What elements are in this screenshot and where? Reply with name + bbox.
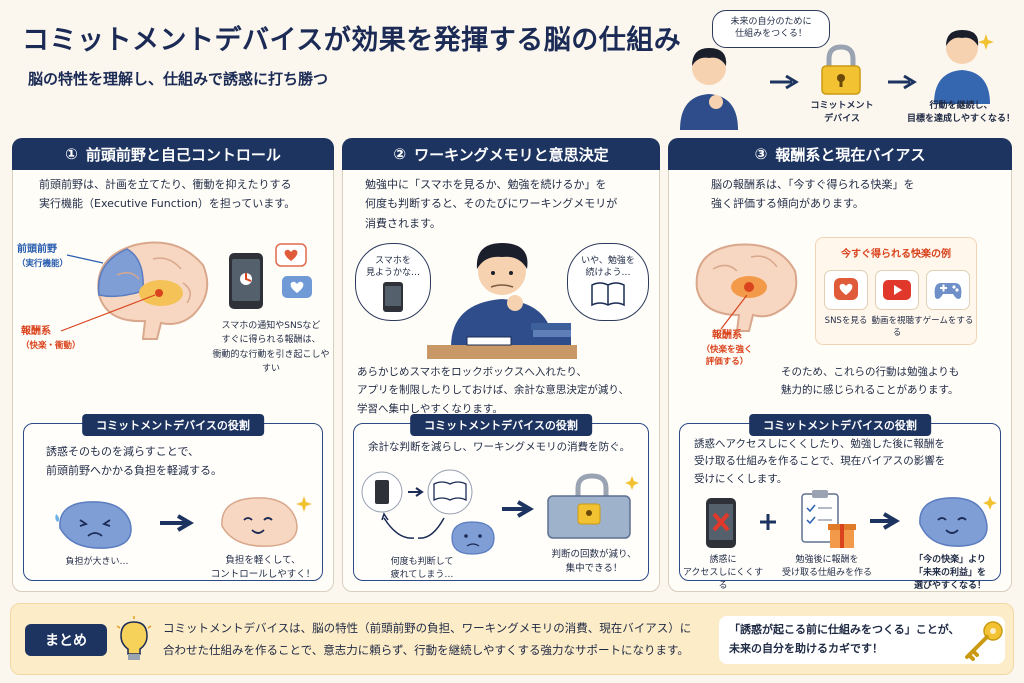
page-subtitle: 脳の特性を理解し、仕組みで誘惑に打ち勝つ — [28, 70, 329, 88]
panel-header: ② ワーキングメモリと意思決定 — [342, 138, 660, 170]
role-box: コミットメントデバイスの役割 誘惑そのものを減らすことで、 前頭前野へかかる負担… — [23, 414, 323, 581]
lockbox-caption: 判断の回数が減り、 集中できる！ — [551, 549, 637, 574]
arrow-right-icon — [160, 514, 194, 532]
panel-header: ③ 報酬系と現在バイアス — [668, 138, 1012, 170]
panel-header: ① 前頭前野と自己コントロール — [12, 138, 334, 170]
label-reward-system: 報酬系 （快楽・衝動） — [21, 326, 81, 351]
blocked-phone-icon — [706, 498, 736, 548]
smartphone-icon — [229, 253, 263, 309]
tired-brain-icon — [55, 501, 132, 549]
cycle-caption: 何度も判断して 疲れてしまう… — [390, 557, 454, 581]
thought-bubble: 未来の自分のために 仕組みをつくる！ — [712, 10, 830, 48]
label-reward-system: 報酬系 （快楽を強く 評価する） — [701, 330, 753, 367]
padlock-icon — [821, 44, 861, 95]
heart-notification-icon — [275, 243, 307, 267]
caption-future-benefit: 「今の快楽」より 「未来の利益」を 選びやすくなる！ — [913, 555, 986, 592]
thought-bubble-phone: スマホを 見ようかな… — [355, 243, 431, 321]
panel-reward-bias: ③ 報酬系と現在バイアス 脳の報酬系は、「今すぐ得られる快楽」を 強く評価する傾… — [668, 138, 1012, 592]
role-description: 余計な判断を減らし、ワーキングメモリの消費を防ぐ。 — [368, 441, 631, 453]
summary-text: コミットメントデバイスは、脳の特性（前頭前野の負担、ワーキングメモリの消費、現在… — [163, 621, 692, 657]
relaxed-brain-icon — [221, 496, 312, 547]
summary-bar: まとめ コミットメントデバイスは、脳の特性（前頭前野の負担、ワーキングメモリの消… — [10, 603, 1014, 675]
brain-icon — [97, 241, 209, 340]
checklist-gift-icon — [801, 490, 856, 548]
panel-intro: 脳の報酬系は、「今すぐ得られる快楽」を 強く評価する傾向があります。 — [711, 178, 915, 211]
device-caption: コミットメント デバイス — [810, 101, 874, 125]
sns-icon — [824, 270, 868, 310]
result-caption: 行動を継続し、 目標を達成しやすくなる！ — [907, 101, 1015, 125]
role-box: コミットメントデバイスの役割 余計な判断を減らし、ワーキングメモリの消費を防ぐ。… — [353, 414, 649, 581]
gamepad-icon — [926, 270, 970, 310]
studying-student-icon — [427, 243, 577, 359]
label-prefrontal: 前頭前野 （実行機能） — [17, 244, 69, 269]
panel-prefrontal: ① 前頭前野と自己コントロール 前頭前野は、計画を立てたり、衝動を抑えたりする … — [12, 138, 334, 592]
lockbox-icon — [547, 473, 639, 539]
arrow-right-icon — [870, 512, 900, 530]
panel-working-memory: ② ワーキングメモリと意思決定 勉強中に「スマホを見るか、勉強を続けるか」を 何… — [342, 138, 660, 592]
summary-callout: 「誘惑が起こる前に仕組みをつくる」ことが、 未来の自分を助けるカギです！ — [719, 616, 1005, 664]
video-play-icon — [875, 270, 919, 310]
decision-cycle-icon — [361, 469, 473, 539]
thought-bubble-study: いや、勉強を 続けよう… — [567, 243, 649, 321]
heart-notification-icon — [282, 276, 312, 298]
panel-middle-text: そのため、これらの行動は勉強よりも 魅力的に感じられることがあります。 — [781, 366, 960, 397]
page-title: コミットメントデバイスが効果を発揮する脳の仕組み — [22, 25, 682, 56]
worried-brain-icon — [451, 521, 495, 555]
pleasure-item: 動画を視聴する — [871, 316, 923, 339]
pleasure-item: ゲームをする — [922, 316, 974, 326]
arrow-right-icon — [502, 500, 534, 518]
confident-person-icon — [934, 30, 994, 104]
thinking-person-icon — [680, 48, 738, 130]
pleasure-examples: 今すぐ得られる快楽の例 SNSを見る 動画を視聴する ゲームをする — [815, 237, 977, 345]
lightbulb-icon — [116, 616, 152, 660]
key-icon — [965, 621, 1003, 661]
caption-block-access: 誘惑に アクセスしにくくする — [682, 555, 764, 592]
caption-reward-system: 勉強後に報酬を 受け取る仕組みを作る — [781, 555, 872, 579]
before-caption: 負担が大きい… — [65, 557, 129, 567]
panel-intro: 前頭前野は、計画を立てたり、衝動を抑えたりする 実行機能（Executive F… — [39, 178, 296, 211]
summary-tag: まとめ — [25, 624, 107, 656]
after-caption: 負担を軽くして、 コントロールしやすく！ — [210, 555, 316, 580]
pleasure-item: SNSを見る — [824, 316, 868, 326]
role-description: 誘惑そのものを減らすことで、 前頭前野へかかる負担を軽減する。 — [46, 445, 222, 478]
role-description: 誘惑へアクセスしにくくしたり、勉強した後に報酬を 受け取る仕組みを作ることで、現… — [694, 438, 946, 485]
plus-icon — [760, 514, 776, 530]
panel-intro: 勉強中に「スマホを見るか、勉強を続けるか」を 何度も判断すると、そのたびにワーキ… — [365, 178, 618, 230]
calm-brain-icon — [919, 496, 997, 547]
phone-note: スマホの通知やSNSなど すぐに得られる報酬は、 衝動的な行動を引き起こしやすい — [212, 321, 330, 375]
flow-illustration: 未来の自分のために 仕組みをつくる！ コミットメント デバイス 行動を継続し、 … — [660, 6, 1020, 134]
panel-middle-text: あらかじめスマホをロックボックスへ入れたり、 アプリを制限したりしておけば、余計… — [357, 366, 629, 415]
arrow-right-icon — [770, 74, 799, 90]
role-box: コミットメントデバイスの役割 誘惑へアクセスしにくくしたり、勉強した後に報酬を … — [679, 414, 1001, 591]
smartphone-icon — [383, 282, 403, 313]
arrow-right-icon — [888, 74, 917, 90]
brain-icon — [695, 243, 798, 332]
book-icon — [591, 282, 625, 307]
